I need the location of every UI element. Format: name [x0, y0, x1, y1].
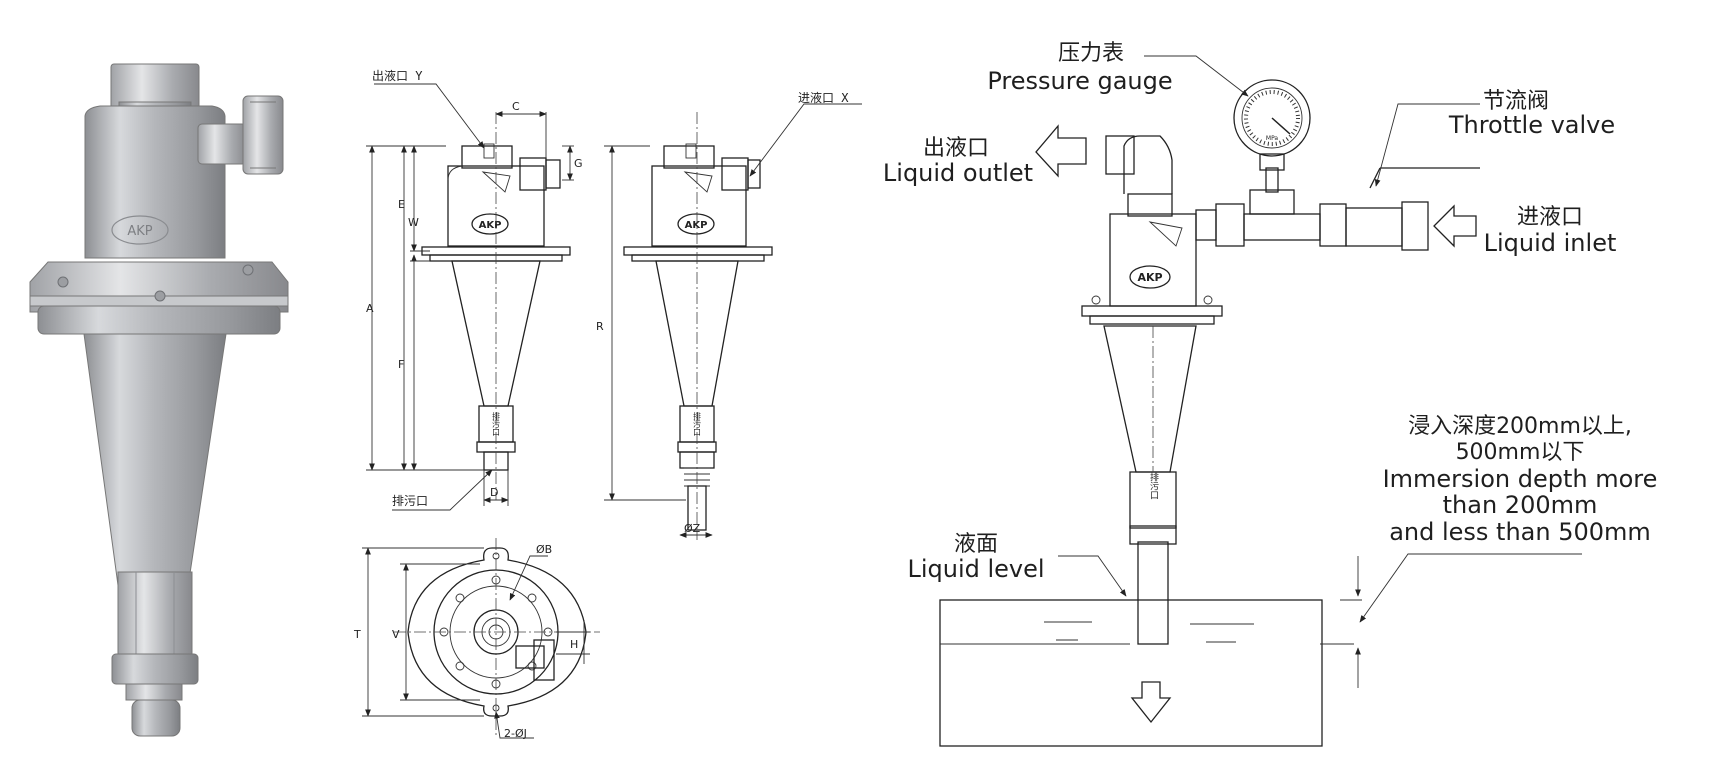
throttle-valve-label-en: Throttle valve: [1448, 111, 1615, 139]
dim-f: F: [398, 358, 404, 371]
tank: [939, 599, 1323, 747]
dim-h: H: [570, 638, 578, 651]
pressure-gauge-icon: [1233, 79, 1311, 157]
dim-t: T: [353, 628, 361, 641]
product-photo: AKP: [29, 63, 289, 737]
install-logo: AKP: [1137, 271, 1162, 284]
liquid-outlet-label-zh: 出液口: [923, 136, 989, 161]
gauge-unit: MPa: [1266, 135, 1279, 142]
liquid-outlet-label-en: Liquid outlet: [883, 159, 1033, 187]
dim-g: G: [574, 157, 583, 170]
photo-logo: AKP: [127, 224, 152, 239]
dim-a: A: [366, 302, 374, 315]
drawing-front-view: AKP 排污口 出液口 Y C G: [366, 68, 583, 511]
immersion-label-en-1: Immersion depth more: [1383, 465, 1658, 493]
liquid-inlet-label-en: Liquid inlet: [1484, 229, 1617, 257]
pressure-gauge-label-zh: 压力表: [1058, 41, 1124, 66]
drawing-side-view: AKP 排污口 进液口 X R ØZ: [596, 90, 862, 540]
dim-v: V: [392, 628, 400, 641]
front-outlet-label: 出液口 Y: [372, 68, 423, 83]
outlet-arrow-icon: [1035, 124, 1087, 178]
drawing-top-view: ØB T V H 2-ØJ: [353, 538, 600, 740]
dim-r: R: [596, 320, 604, 333]
liquid-inlet-label-zh: 进液口: [1517, 205, 1583, 230]
immersion-label-zh-1: 浸入深度200mm以上,: [1408, 414, 1632, 439]
install-drain-tag: 排污口: [1148, 471, 1159, 499]
immersion-label-en-2: than 200mm: [1443, 491, 1598, 519]
dim-w: W: [408, 216, 419, 229]
dim-d: D: [490, 486, 498, 499]
dim-b: ØB: [536, 543, 552, 556]
pressure-gauge-label-en: Pressure gauge: [987, 67, 1172, 95]
immersion-label-zh-2: 500mm以下: [1456, 440, 1585, 465]
liquid-level-label-zh: 液面: [954, 532, 998, 557]
side-inlet-label: 进液口 X: [798, 90, 849, 105]
front-logo: AKP: [479, 220, 502, 231]
inlet-arrow-icon: [1433, 204, 1477, 248]
front-drain-label: 排污口: [392, 494, 428, 508]
installation-diagram: 排污口 AKP MPa: [883, 41, 1658, 747]
immersion-label-en-3: and less than 500mm: [1389, 518, 1651, 546]
liquid-level-label-en: Liquid level: [907, 555, 1044, 583]
side-logo: AKP: [685, 220, 708, 231]
dim-e: E: [398, 198, 405, 211]
photo-logo-oval: [111, 215, 169, 245]
dim-j: 2-ØJ: [504, 727, 527, 740]
dim-c: C: [512, 100, 520, 113]
dim-z: ØZ: [684, 522, 701, 535]
throttle-valve-label-zh: 节流阀: [1483, 89, 1549, 114]
down-arrow-icon: [1130, 681, 1172, 724]
